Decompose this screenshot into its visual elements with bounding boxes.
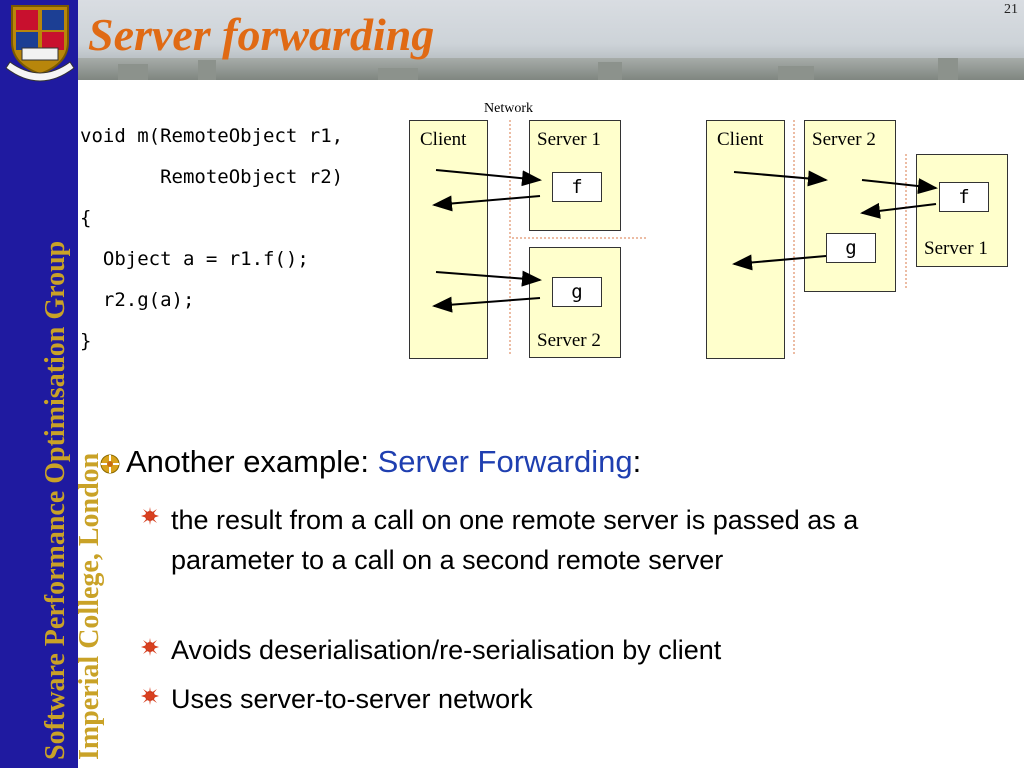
page-title: Server forwarding: [88, 9, 435, 60]
arrow-client-to-f: [435, 169, 542, 187]
right-method-g: g: [826, 233, 876, 263]
title-banner: [78, 0, 1024, 80]
bullet-star-icon: [141, 687, 159, 705]
left-server2-label: Server 2: [537, 330, 601, 351]
right-client-box: [706, 120, 785, 359]
code-line: {: [80, 207, 92, 229]
bullet-star-icon: [141, 638, 159, 656]
network-label: Network: [484, 101, 533, 116]
bullet-main-suffix: :: [632, 444, 642, 479]
bullet-main-highlight: Server Forwarding: [377, 444, 633, 479]
code-line: }: [80, 330, 92, 352]
city-skyline: [78, 58, 1024, 80]
arrow-g-to-client: [432, 296, 541, 313]
left-method-g: g: [552, 277, 602, 307]
arrow-server2-to-f: [861, 178, 938, 195]
code-line: r2.g(a);: [80, 289, 195, 311]
call-arrows: [432, 169, 938, 313]
right-server2-label: Server 2: [812, 129, 876, 150]
bullet-sub: the result from a call on one remote ser…: [171, 505, 859, 575]
left-client-box: [409, 120, 488, 359]
left-method-f: f: [552, 172, 602, 202]
bullet-main-prefix: Another example:: [126, 444, 378, 479]
network-dotted-lines: [509, 120, 907, 356]
bullet-star-icon: [141, 507, 159, 525]
code-block: void m(RemoteObject r1, RemoteObject r2)…: [80, 124, 343, 370]
left-client-label: Client: [420, 129, 467, 150]
arrow-f-to-client: [432, 195, 541, 212]
right-client-label: Client: [717, 129, 764, 150]
bullet-sub: Avoids deserialisation/re-serialisation …: [171, 635, 722, 665]
code-line: void m(RemoteObject r1,: [80, 125, 344, 147]
right-method-f: f: [939, 182, 989, 212]
arrow-f-to-server2: [860, 202, 937, 219]
college-crest-icon: [5, 5, 75, 82]
code-line: Object a = r1.f();: [80, 248, 309, 270]
bullet-gear-icon: [100, 454, 120, 474]
bullet-sub: Uses server-to-server network: [171, 684, 533, 714]
sidebar: Software Performance Optimisation Group …: [0, 0, 105, 768]
right-server1-label: Server 1: [924, 238, 988, 259]
left-server1-label: Server 1: [537, 129, 601, 150]
code-line: RemoteObject r2): [80, 166, 344, 188]
arrow-client-to-server2: [733, 170, 828, 187]
arrow-client-to-g: [435, 270, 542, 287]
arrow-g-to-client: [732, 254, 827, 271]
page-number: 21: [1004, 2, 1018, 17]
bullet-main: Another example: Server Forwarding:: [126, 444, 641, 480]
